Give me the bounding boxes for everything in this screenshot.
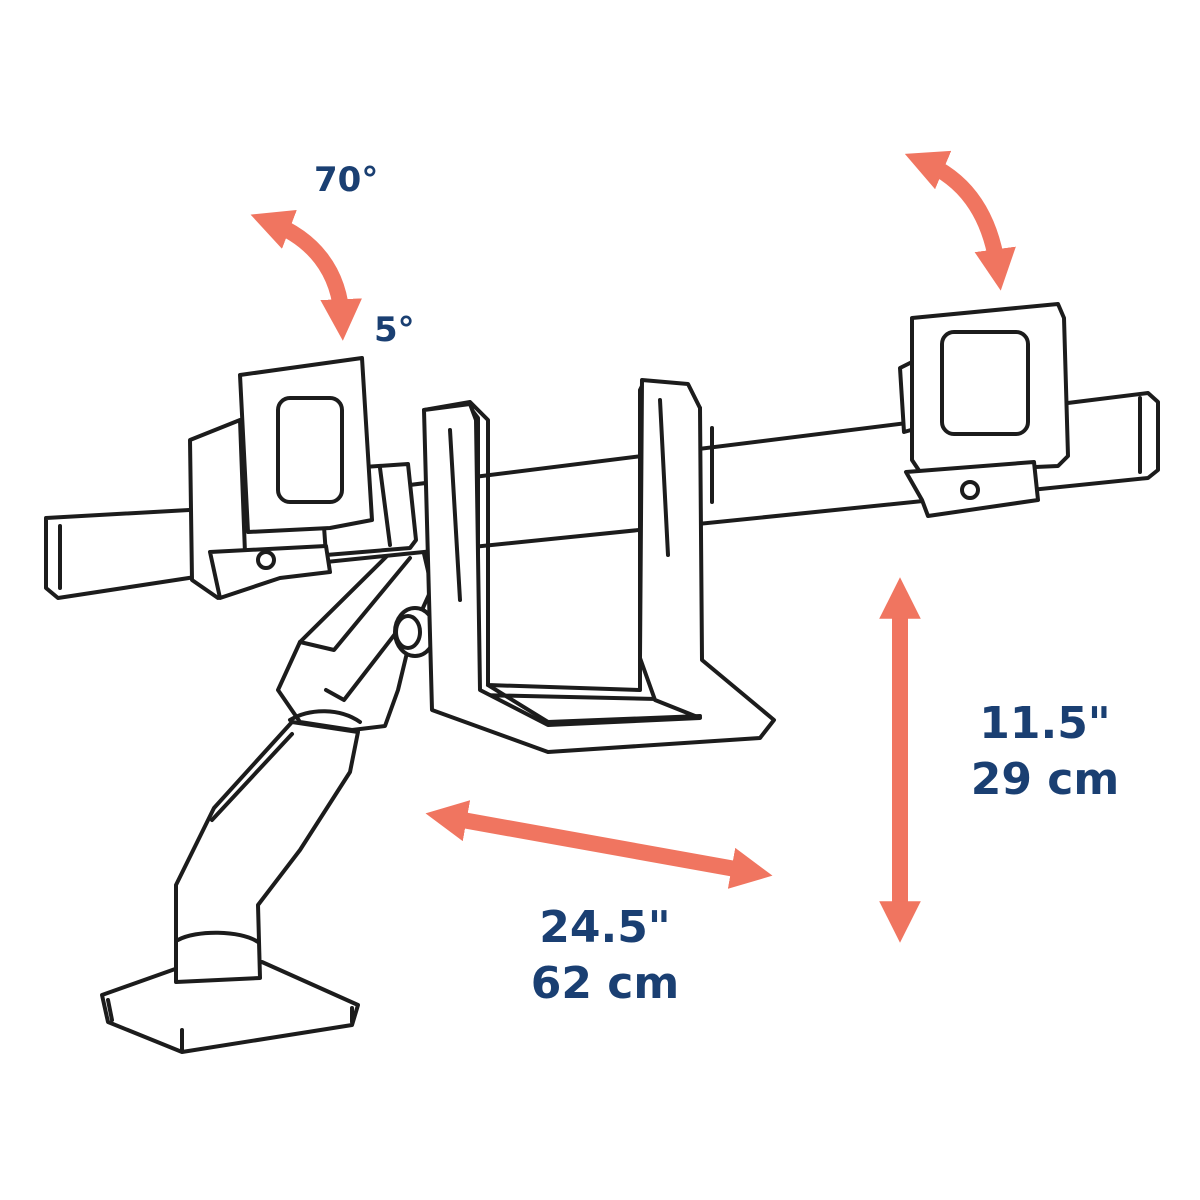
desk-clamp-base [100,960,360,1054]
extension-imperial: 24.5" [539,902,671,953]
extension-label: 24.5" 62 cm [510,900,700,1012]
tilt-arrow-left [250,209,362,341]
right-vesa-plate [904,302,1070,518]
cable-management-bracket [422,378,776,754]
extension-metric: 62 cm [530,958,680,1009]
articulating-arm [276,543,434,732]
extension-arrow [425,800,773,889]
mounting-post [174,720,360,984]
tilt-arrow-right [904,150,1016,291]
height-metric: 29 cm [970,754,1120,805]
tilt-min-label: 5° [374,310,415,350]
left-vesa-plate [208,356,374,600]
height-imperial: 11.5" [979,698,1111,749]
tilt-max-label: 70° [314,160,379,200]
height-adjust-label: 11.5" 29 cm [960,696,1130,808]
tension-knob [393,606,437,658]
